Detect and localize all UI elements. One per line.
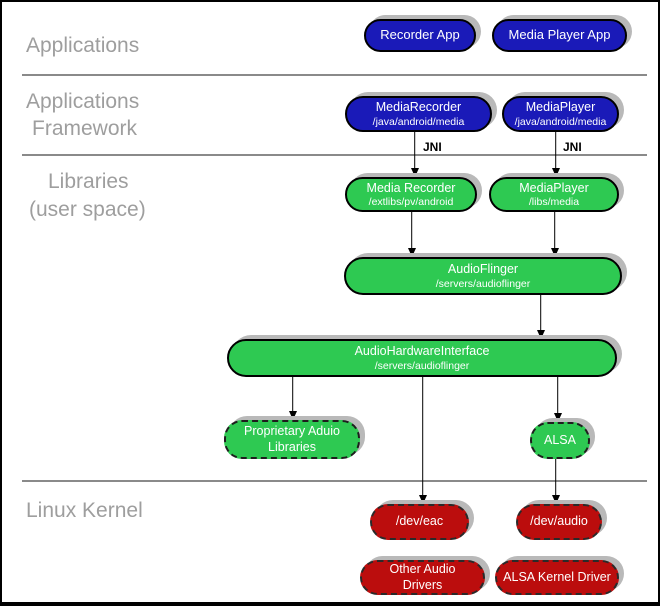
node-dev-eac-title: /dev/eac	[395, 514, 444, 529]
divider-libraries-kernel	[22, 480, 647, 482]
layer-label-framework-line1: Applications	[26, 90, 140, 113]
node-recorder-app-title: Recorder App	[380, 27, 460, 43]
connector-ahi-to-dev-eac	[418, 377, 427, 504]
node-alsa: ALSA	[530, 422, 590, 459]
node-mediaplayer-framework-path: /java/android/media	[514, 115, 607, 128]
node-mediaplayer-framework: MediaPlayer /java/android/media	[502, 96, 619, 132]
node-media-player-app: Media Player App	[492, 19, 627, 52]
node-audio-hardware-interface-title: AudioHardwareInterface	[354, 344, 490, 359]
node-other-audio-drivers: Other Audio Drivers	[360, 560, 485, 595]
node-dev-audio: /dev/audio	[516, 504, 602, 540]
node-mediarecorder-framework: MediaRecorder /java/android/media	[345, 96, 492, 132]
node-other-audio-drivers-title: Other Audio Drivers	[389, 561, 456, 592]
connector-audioflinger-to-ahi	[536, 295, 545, 339]
node-dev-eac: /dev/eac	[370, 504, 469, 540]
connector-recorder-to-audioflinger	[407, 212, 416, 257]
node-mediarecorder-framework-title: MediaRecorder	[375, 100, 462, 115]
layer-label-libraries-line2: (user space)	[29, 198, 146, 221]
node-alsa-kernel-driver: ALSA Kernel Driver	[495, 560, 619, 595]
node-dev-audio-title: /dev/audio	[530, 514, 588, 529]
node-media-recorder-lib-title: Media Recorder	[366, 180, 456, 195]
node-mediaplayer-lib-path: /libs/media	[528, 196, 580, 209]
node-audioflinger-path: /servers/audioflinger	[435, 277, 531, 290]
layer-label-linux-kernel: Linux Kernel	[26, 499, 143, 522]
jni-label-right: JNI	[563, 140, 582, 154]
node-alsa-title: ALSA	[544, 432, 576, 447]
layer-label-applications: Applications	[26, 34, 140, 57]
node-mediaplayer-lib-title: MediaPlayer	[519, 180, 589, 195]
node-mediaplayer-lib: MediaPlayer /libs/media	[489, 177, 619, 212]
node-alsa-kernel-driver-title: ALSA Kernel Driver	[503, 569, 611, 584]
connector-ahi-to-alsa	[553, 377, 562, 422]
node-media-recorder-lib: Media Recorder /extlibs/pv/android	[345, 177, 477, 212]
divider-framework-libraries	[22, 154, 647, 156]
connector-ahi-to-proprietary	[288, 377, 297, 420]
node-media-recorder-lib-path: /extlibs/pv/android	[368, 196, 454, 209]
connector-player-to-audioflinger	[550, 212, 559, 257]
node-audio-hardware-interface-path: /servers/audioflinger	[374, 359, 470, 372]
node-audioflinger-title: AudioFlinger	[447, 262, 519, 277]
layer-label-framework-line2: Framework	[32, 117, 138, 140]
node-proprietary-audio-libraries: Proprietary Aduio Libraries	[224, 420, 360, 459]
node-audioflinger: AudioFlinger /servers/audioflinger	[344, 257, 622, 295]
jni-label-left: JNI	[423, 140, 442, 154]
node-mediaplayer-framework-title: MediaPlayer	[525, 100, 596, 115]
node-proprietary-audio-libraries-title: Proprietary Aduio Libraries	[244, 423, 340, 454]
node-mediarecorder-framework-path: /java/android/media	[372, 115, 465, 128]
node-media-player-app-title: Media Player App	[508, 27, 611, 43]
layer-label-libraries-line1: Libraries	[48, 170, 129, 193]
connector-mediarecorder-jni	[410, 132, 419, 177]
connector-mediaplayer-jni	[551, 132, 560, 177]
connector-alsa-to-dev-audio	[551, 459, 560, 504]
node-recorder-app: Recorder App	[364, 19, 476, 52]
node-audio-hardware-interface: AudioHardwareInterface /servers/audiofli…	[227, 339, 617, 377]
divider-applications-framework	[22, 74, 647, 76]
